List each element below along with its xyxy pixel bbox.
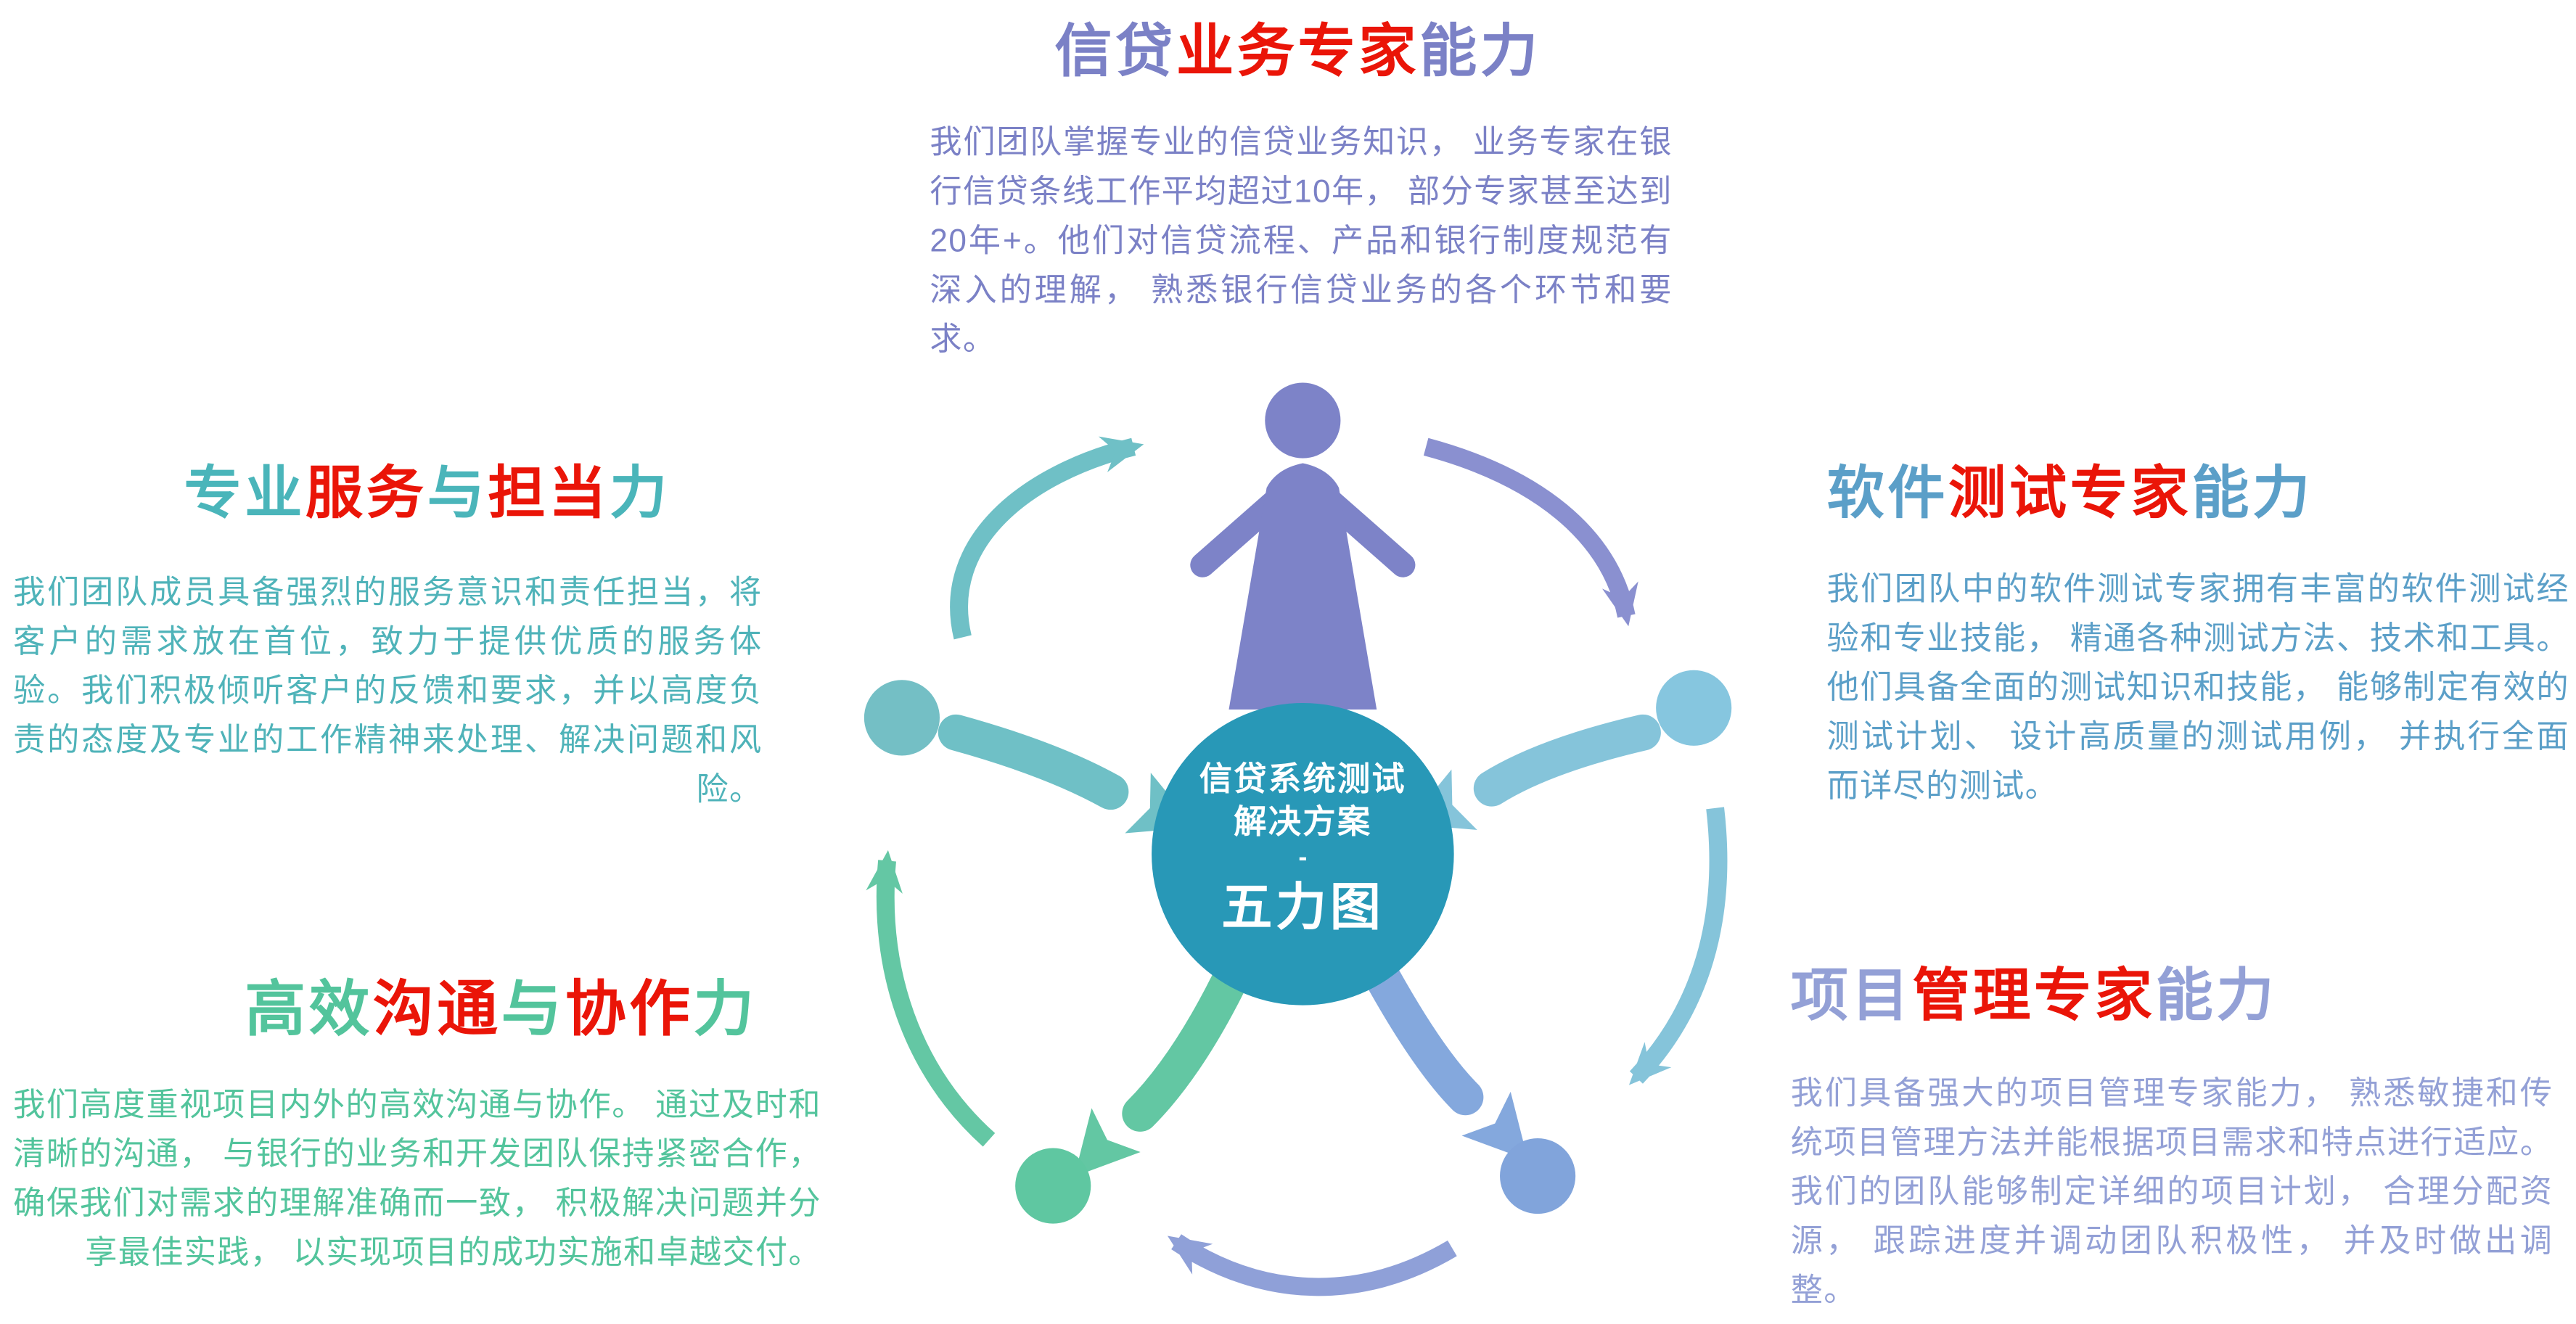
title-segment: 高效 [245,975,373,1043]
node-head-bottom-left-icon [1015,1148,1091,1224]
cycle-arrow-left-to-top-icon [950,436,1144,640]
center-title-main: 五力图 [1221,879,1384,936]
person-head-icon [1265,382,1341,459]
swoosh-bottom-right-arrowhead-icon [1461,1091,1528,1161]
title-segment-highlight: 业务专家 [1176,20,1420,84]
title-segment: 与 [501,975,565,1043]
section-body-testing: 我们团队中的软件测试专家拥有丰富的软件测试经验和专业技能， 精通各种测试方法、技… [1826,571,2569,805]
section-title-testing: 软件测试专家能力 [1827,461,2567,527]
title-segment-highlight: 协作 [565,975,694,1043]
title-segment: 专业 [184,461,306,526]
swoosh-bottom-left-arrowhead-icon [1074,1108,1141,1177]
title-segment: 能力 [2155,963,2278,1029]
title-segment: 信贷 [1054,20,1176,84]
title-segment: 与 [427,461,488,526]
title-segment: 项目 [1790,963,1913,1029]
section-body-management: 我们具备强大的项目管理专家能力， 熟悉敏捷和传统项目管理方法并能根据项目需求和特… [1790,1075,2554,1309]
person-body-icon [1228,463,1377,710]
section-title-service: 专业服务与担当力 [91,461,764,527]
section-title-management: 项目管理专家能力 [1791,964,2530,1030]
cycle-arrow-top-to-right-icon [1423,437,1638,627]
node-head-left-icon [864,680,940,756]
swoosh-bottom-left-icon [1122,963,1247,1132]
node-head-bottom-right-icon [1500,1138,1576,1214]
swoosh-right-icon [1473,714,1661,807]
cycle-arrow-right-to-bottomright-icon [1628,807,1728,1085]
title-segment: 力 [609,461,670,526]
title-segment-highlight: 服务 [305,461,427,526]
person-icon [1190,382,1416,710]
section-title-communication: 高效沟通与协作力 [164,976,837,1045]
center-circle [1152,702,1454,1006]
title-segment: 能力 [1419,20,1541,84]
swoosh-left-icon [938,714,1129,810]
section-body-credit: 我们团队掌握专业的信贷业务知识， 业务专家在银行信贷条线工作平均超过10年， 部… [930,125,1673,358]
title-segment-highlight: 管理专家 [1912,963,2156,1029]
title-segment: 力 [693,975,758,1043]
center-dash: - [1298,842,1307,871]
swoosh-bottom-right-icon [1365,961,1484,1116]
title-segment-highlight: 测试专家 [1948,461,2192,526]
cycle-arrow-bottomleft-to-left-icon [866,850,996,1147]
node-head-right-icon [1656,670,1732,746]
center-title-line1: 信贷系统测试 [1199,760,1406,797]
section-body-communication: 我们高度重视项目内外的高效沟通与协作。 通过及时和清晰的沟通， 与银行的业务和开… [13,1087,822,1272]
center-title-line2: 解决方案 [1234,803,1371,840]
title-segment: 软件 [1826,461,1949,526]
title-segment-highlight: 担当 [488,461,610,526]
title-segment: 能力 [2191,461,2313,526]
title-segment-highlight: 沟通 [372,975,501,1043]
section-title-credit: 信贷业务专家能力 [920,20,1675,86]
section-body-service: 我们团队成员具备强烈的服务意识和责任担当，将客户的需求放在首位，致力于提供优质的… [13,575,763,808]
cycle-arrow-bottomright-to-bottomleft-icon [1167,1234,1457,1296]
